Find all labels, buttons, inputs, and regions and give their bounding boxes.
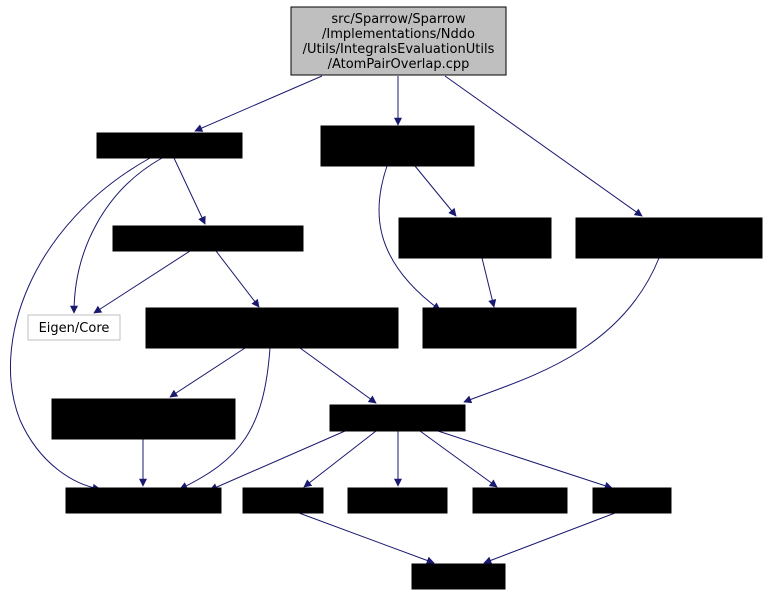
node-label: First1D.h: [254, 494, 312, 509]
edge-root-to-matrixwithderivatives: [444, 75, 643, 217]
node-typedefinitions-h[interactable]: TypeDefinitions.h: [329, 404, 466, 432]
edge-typedefinitions-to-first3d: [437, 430, 613, 490]
node-label: GTOOverlapMatrixBlock.h: [124, 232, 291, 247]
edge-gtooverlapmatrixblock-to-adhelpers: [215, 250, 260, 308]
node-label-line: /MatrixWithDerivatives.h: [589, 238, 750, 253]
node-label: AtomPairOverlap.h: [108, 139, 230, 154]
node-label-line: Utils/DataStructures: [603, 223, 735, 238]
node-label-line: AutomaticDifferentiation: [63, 404, 223, 419]
node-label: First3D.h: [603, 494, 661, 509]
node-label-line: /AutomaticDifferentiationHelpers.h: [159, 328, 386, 343]
edge-first3d-to-firstbase: [483, 512, 616, 565]
edge-atomicgtos-to-gtoexpansion: [414, 165, 457, 217]
node-label-line: Utils/Math/AutomaticDifferentiation: [157, 313, 387, 328]
node-gtoexpansion-h[interactable]: Utils/DataStructures /GtoExpansion.h: [398, 217, 552, 259]
node-label-line: src/Sparrow/Sparrow: [331, 12, 466, 27]
node-label: FirstBase.h: [423, 570, 494, 585]
node-label: TypeDefinitions.h: [341, 411, 454, 426]
edge-typedefinitions-to-derivorderenum: [209, 430, 346, 491]
edge-typedefinitions-to-second3d: [419, 430, 498, 488]
edge-first1d-to-firstbase: [298, 512, 435, 565]
node-label-line: /AtomPairOverlap.cpp: [328, 57, 470, 72]
node-gtooverlapmatrixblock-h[interactable]: GTOOverlapMatrixBlock.h: [112, 225, 304, 252]
node-root-file[interactable]: src/Sparrow/Sparrow /Implementations/Ndd…: [290, 6, 507, 76]
node-label-line: Utils/DataStructures: [332, 131, 464, 146]
edge-atompairoverlap-to-eigencore: [70, 157, 163, 314]
node-firstbase-h[interactable]: FirstBase.h: [411, 563, 506, 590]
edge-atomicgtos-to-gtf: [378, 165, 441, 311]
node-label: Eigen/Core: [39, 321, 110, 336]
node-derivorderenum-h[interactable]: ../DerivOrderEnum.h: [65, 487, 222, 514]
node-label-line: /GtoExpansion.h: [422, 238, 529, 253]
node-label: ../DerivOrderEnum.h: [77, 494, 211, 509]
node-gtf-h[interactable]: Utils/DataStructures /Gtf.h: [422, 307, 577, 349]
node-atomicgtos-h[interactable]: Utils/DataStructures /AtomicGtos.h: [320, 125, 475, 167]
edge-adhelpers-to-typeshelper: [169, 347, 246, 398]
node-label-line: /Gtf.h: [482, 328, 518, 343]
node-first1d-h[interactable]: First1D.h: [242, 487, 324, 514]
edge-gtooverlapmatrixblock-to-eigencore: [93, 250, 191, 314]
node-label: Second3D.h: [481, 494, 560, 509]
edge-typedefinitions-to-first1d: [303, 430, 377, 488]
edge-root-to-atompairoverlap: [194, 75, 323, 132]
edge-atompairoverlap-to-derivorderenum: [9, 157, 151, 492]
node-label-line: Utils/DataStructures: [409, 223, 541, 238]
node-matrixwithderivatives-h[interactable]: Utils/DataStructures /MatrixWithDerivati…: [575, 217, 763, 259]
node-second3d-h[interactable]: Second3D.h: [472, 487, 568, 514]
node-second1d-h[interactable]: Second1D.h: [347, 487, 448, 514]
node-label-line: /Implementations/Nddo: [322, 27, 475, 42]
node-label-line: /AtomicGtos.h: [352, 146, 444, 161]
node-label: Second1D.h: [358, 494, 437, 509]
node-first3d-h[interactable]: First3D.h: [592, 487, 672, 514]
edges: [9, 75, 660, 565]
node-atompairoverlap-h[interactable]: AtomPairOverlap.h: [96, 132, 243, 159]
edge-atompairoverlap-to-gtooverlapmatrixblock: [173, 157, 206, 225]
edge-adhelpers-to-derivorderenum: [179, 347, 271, 490]
node-eigen-core[interactable]: Eigen/Core: [27, 314, 121, 341]
node-label-line: Utils/DataStructures: [434, 313, 566, 328]
node-automaticdifferentiationtypeshelper-h[interactable]: AutomaticDifferentiation TypesHelper.h: [51, 398, 236, 440]
node-label-line: TypesHelper.h: [97, 419, 189, 434]
node-label-line: /Utils/IntegralsEvaluationUtils: [303, 42, 495, 57]
node-automaticdifferentiationhelpers-h[interactable]: Utils/Math/AutomaticDifferentiation /Aut…: [145, 307, 399, 349]
edge-gtoexpansion-to-gtf: [481, 257, 497, 308]
edge-adhelpers-to-typedefinitions: [299, 347, 377, 404]
edge-matrixwithderivatives-to-typedefinitions: [463, 257, 660, 404]
